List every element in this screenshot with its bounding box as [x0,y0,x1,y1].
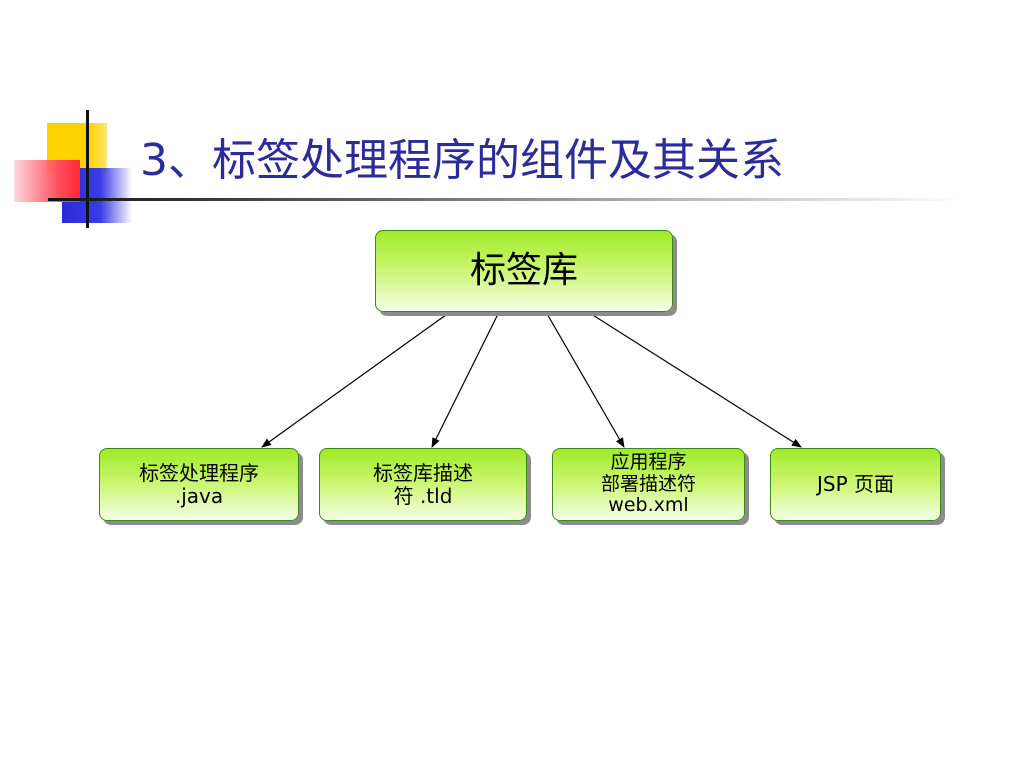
connector-arrow-1 [431,311,500,448]
connector-arrow-0 [261,311,451,448]
node-label: JSP 页面 [816,472,894,496]
node-label: 标签处理程序 .java [139,460,259,508]
connector-arrow-2 [545,311,625,448]
title-underline [48,198,968,201]
node-label: 应用程序 部署描述符 web.xml [600,450,696,517]
decor-vertical-line [86,110,89,228]
node-jsp-page: JSP 页面 [770,448,941,521]
node-tag-library: 标签库 [375,230,673,312]
decor-red-square [14,160,80,202]
node-tag-handler: 标签处理程序 .java [99,448,299,521]
node-tld-descriptor: 标签库描述 符 .tld [319,448,527,521]
node-label: 标签库描述 符 .tld [373,460,473,508]
page-title: 3、标签处理程序的组件及其关系 [140,135,784,186]
node-web-xml: 应用程序 部署描述符 web.xml [552,448,745,521]
node-label: 标签库 [469,250,578,292]
connector-arrow-3 [587,311,802,448]
